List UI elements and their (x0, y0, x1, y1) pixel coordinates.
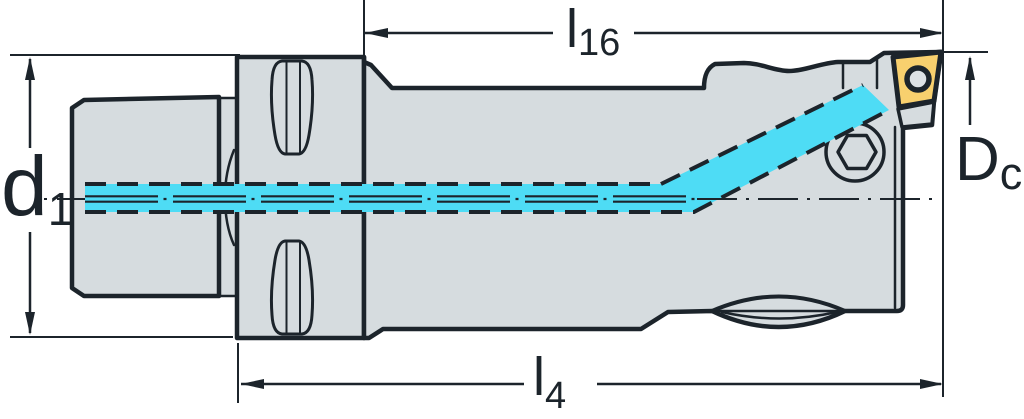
coolant-channel (85, 83, 890, 214)
hex-socket-icon (836, 133, 878, 171)
cutting-insert-group (890, 49, 944, 129)
insert-hole (904, 65, 932, 93)
lens-upper-arc (710, 294, 847, 313)
center-axis (44, 195, 935, 203)
dimension-d1: d1 (1, 54, 240, 338)
flange-slot-top (269, 59, 315, 156)
label-d1: d1 (1, 139, 73, 235)
slot-bottom-outline (269, 239, 315, 336)
coolant-dashed-bottom (85, 108, 890, 214)
l4-arrow-right (920, 379, 943, 389)
bottom-lens-slot (710, 294, 847, 320)
dimension-l4: l4 (237, 343, 943, 417)
l16-arrow-right (920, 28, 943, 38)
flange-slot-bottom (269, 239, 315, 336)
label-dc: Dc (955, 125, 1022, 199)
l16-arrow-left (365, 28, 388, 38)
label-l4: l4 (533, 347, 566, 417)
d1-arrow-up (25, 57, 35, 80)
dimension-l16: l16 (363, 0, 943, 64)
d1-arrow-down (25, 312, 35, 335)
l4-arrow-left (241, 379, 264, 389)
label-l16: l16 (566, 0, 620, 64)
dc-arrow-up (965, 56, 975, 80)
dimension-dc: Dc (938, 51, 1022, 199)
lens-inner-arc (720, 310, 839, 320)
slot-top-outline (269, 59, 315, 156)
coolant-dashed-top (85, 83, 864, 186)
coolant-fill (85, 85, 889, 212)
